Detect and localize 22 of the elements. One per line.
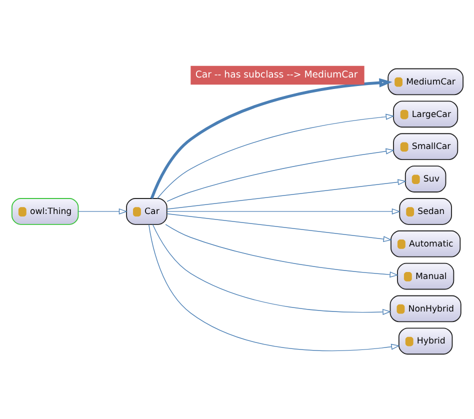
node-box: Manual <box>396 262 454 290</box>
arrow <box>152 224 391 314</box>
node-box: Car <box>126 198 167 224</box>
arrow <box>166 208 400 214</box>
node-box: Automatic <box>390 230 460 257</box>
arrow <box>77 208 128 214</box>
node-box: SmallCar <box>392 132 458 160</box>
node-box: Sedan <box>398 198 452 224</box>
arrow <box>156 113 394 198</box>
edge-label: Car -- has subclass --> MediumCar <box>194 69 358 80</box>
node-box: Hybrid <box>398 327 452 354</box>
arrow <box>150 78 392 198</box>
arrow <box>166 212 392 242</box>
node-box: LargeCar <box>392 100 458 128</box>
node-box: Suv <box>404 165 446 192</box>
arrow <box>148 224 400 351</box>
arrow <box>164 224 398 278</box>
node-box: owl:Thing <box>10 198 78 224</box>
node-box: MediumCar <box>387 68 464 95</box>
arrow <box>166 148 394 202</box>
arrow <box>166 178 406 210</box>
node-box: NonHybrid <box>389 294 461 322</box>
